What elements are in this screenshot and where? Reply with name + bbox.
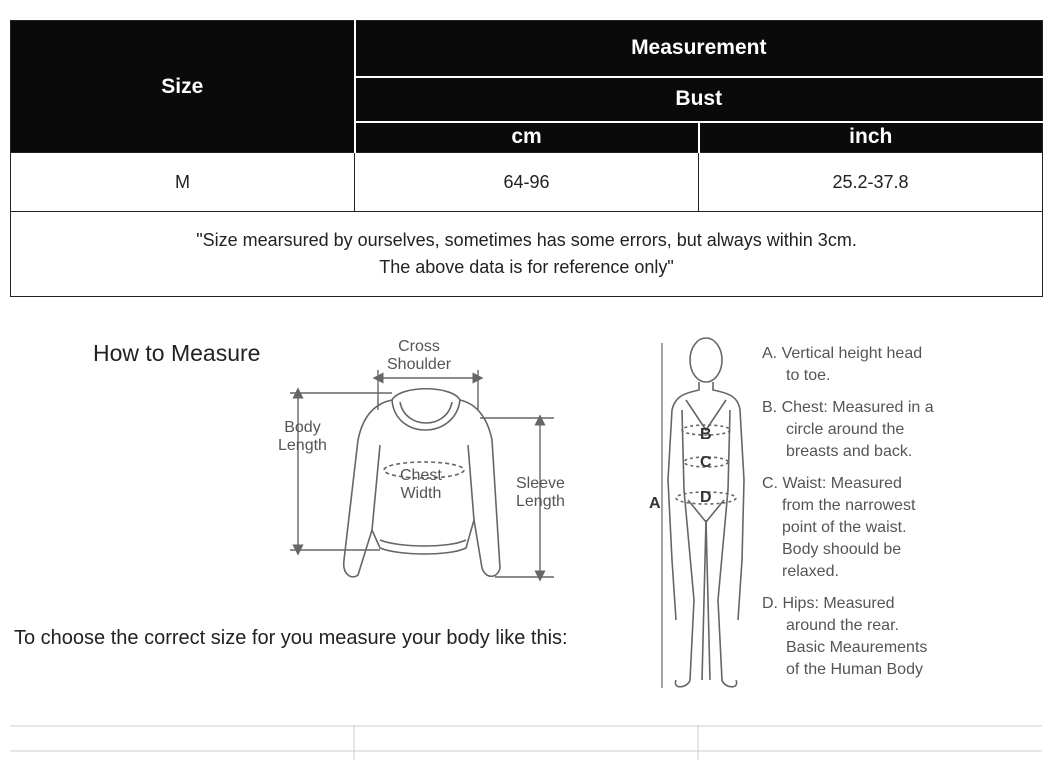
step-c-line3: point of the waist. (782, 519, 907, 536)
step-c-line1: C. Waist: Measured (762, 475, 902, 492)
body-length-line1: Body (284, 419, 321, 436)
body-length-line2: Length (278, 437, 327, 454)
cross-shoulder-line1: Cross (398, 338, 440, 355)
sleeve-length-line1: Sleeve (516, 475, 565, 492)
table-row: M 64-96 25.2-37.8 (10, 152, 1044, 212)
size-chart-table: Size Measurement Bust cm inch M 64-96 25… (9, 20, 1044, 297)
measurement-note: "Size mearsured by ourselves, sometimes … (9, 211, 1044, 297)
step-c-line4: Body shoould be (782, 541, 902, 558)
cm-header: cm (353, 120, 699, 153)
sleeve-length-label: Sleeve Length (516, 475, 565, 511)
measurement-steps: A. Vertical height head to toe. B. Chest… (762, 343, 1042, 691)
sweater-icon (342, 387, 501, 578)
choose-size-instruction: To choose the correct size for you measu… (14, 627, 568, 649)
step-c-line5: relaxed. (782, 563, 839, 580)
letter-a: A (649, 495, 661, 512)
cross-shoulder-label: Cross Shoulder (387, 338, 451, 374)
note-line-1: "Size mearsured by ourselves, sometimes … (196, 230, 857, 250)
step-a-line2: to toe. (786, 367, 831, 384)
letter-b: B (700, 426, 712, 443)
cross-shoulder-line2: Shoulder (387, 356, 452, 373)
step-c-line2: from the narrowest (782, 497, 916, 514)
step-d-line2: around the rear. (786, 617, 899, 634)
step-a: A. Vertical height head to toe. (762, 343, 1042, 387)
footer-table-lines (10, 725, 1042, 760)
body-length-label: Body Length (278, 419, 327, 455)
step-b-line1: B. Chest: Measured in a (762, 399, 934, 416)
chest-width-line2: Width (400, 485, 442, 502)
step-d-line1: D. Hips: Measured (762, 595, 895, 612)
letter-d: D (700, 489, 712, 506)
cm-cell: 64-96 (354, 152, 699, 212)
sleeve-length-line2: Length (516, 493, 565, 510)
step-d-line4: of the Human Body (786, 661, 923, 678)
step-d: D. Hips: Measured around the rear. Basic… (762, 593, 1042, 681)
step-a-line1: A. Vertical height head (762, 345, 923, 362)
how-to-measure-title: How to Measure (93, 340, 261, 366)
human-body-icon (661, 337, 745, 688)
step-b-line2: circle around the (786, 421, 905, 438)
step-d-line3: Basic Meaurements (786, 639, 928, 656)
chest-width-line1: Chest (400, 467, 442, 484)
chest-width-label: Chest Width (400, 467, 442, 503)
size-header: Size (10, 20, 355, 153)
inch-cell: 25.2-37.8 (697, 152, 1044, 212)
note-line-2: The above data is for reference only" (379, 257, 674, 277)
measurement-header: Measurement (353, 20, 1044, 77)
step-b: B. Chest: Measured in a circle around th… (762, 397, 1042, 463)
step-c: C. Waist: Measured from the narrowest po… (762, 473, 1042, 583)
inch-header: inch (697, 120, 1044, 153)
step-b-line3: breasts and back. (786, 443, 913, 460)
letter-c: C (700, 454, 712, 471)
